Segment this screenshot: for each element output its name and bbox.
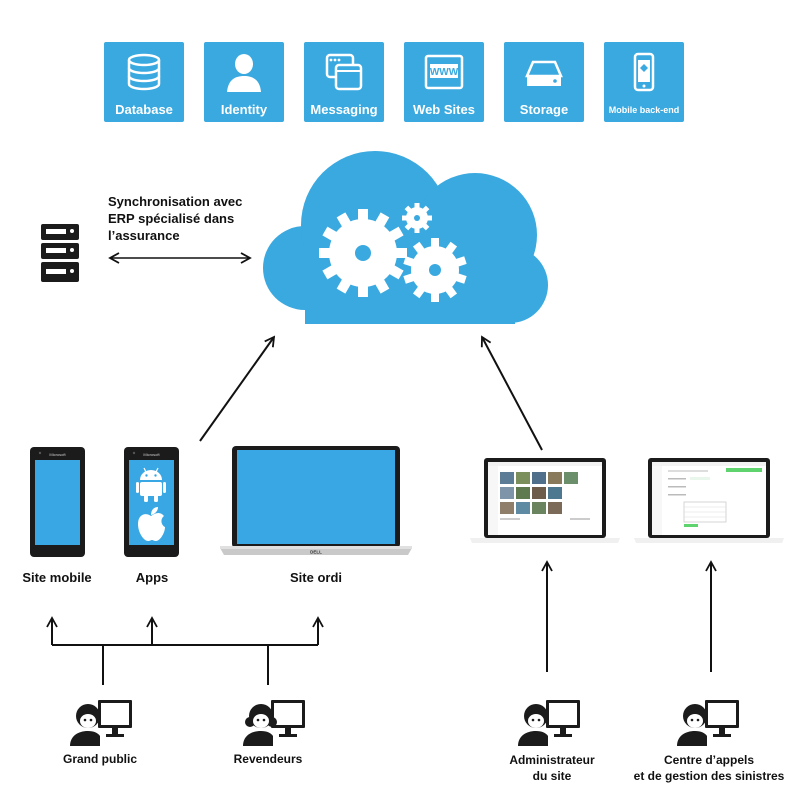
service-label: Identity — [220, 102, 268, 117]
grand-public-label: Grand public — [62, 752, 137, 766]
user-computer-icon — [677, 700, 739, 746]
arrow-admin-to-cloud — [480, 335, 543, 451]
phone-brand: Microsoft — [143, 452, 160, 457]
revendeurs-label: Revendeurs — [233, 752, 303, 766]
user-computer-icon — [70, 700, 132, 746]
service-tile-identity: Identity — [204, 42, 284, 122]
apps-label: Apps — [135, 570, 169, 585]
laptop-brand: DELL — [310, 550, 322, 555]
android-icon — [136, 467, 166, 502]
administrateur-label: Administrateur du site — [487, 752, 617, 784]
service-label: Storage — [519, 102, 569, 117]
service-tile-storage: Storage — [504, 42, 584, 122]
phone-apps-device: Microsoft — [124, 447, 179, 557]
messaging-windows-icon — [325, 53, 363, 91]
site-ordi-label: Site ordi — [289, 570, 342, 585]
callcenter-laptop-screenshot — [634, 458, 784, 543]
site-mobile-label: Site mobile — [22, 570, 92, 585]
gears-icon — [319, 203, 467, 302]
server-stack-icon — [41, 224, 79, 282]
user-connectors — [46, 560, 717, 685]
arrow-devices-to-cloud — [199, 335, 276, 442]
service-tile-messaging: Messaging — [304, 42, 384, 122]
centre-label-line: et de gestion des sinistres — [633, 769, 785, 783]
sync-line: l’assurance — [108, 228, 180, 243]
centre-label-line: Centre d’appels — [663, 753, 755, 767]
phone-mobile-device: Microsoft — [30, 447, 85, 557]
apple-icon — [138, 507, 165, 541]
phone-brand: Microsoft — [49, 452, 66, 457]
service-label: Web Sites — [413, 102, 475, 117]
user-icon — [227, 54, 261, 92]
laptop-device: DELL — [220, 446, 412, 555]
mobile-device-icon — [633, 52, 655, 92]
admin-laptop-screenshot — [470, 458, 620, 543]
admin-label-line: du site — [532, 769, 572, 783]
admin-label-line: Administrateur — [509, 753, 595, 767]
svg-text:WWW: WWW — [430, 67, 459, 78]
service-label: Database — [115, 102, 173, 117]
storage-drive-icon — [525, 60, 563, 86]
service-tile-websites: WWW Web Sites — [404, 42, 484, 122]
service-tile-database: Database — [104, 42, 184, 122]
user-computer-icon — [518, 700, 580, 746]
cloud — [263, 151, 548, 324]
sync-line: Synchronisation avec — [108, 194, 243, 209]
sync-line: ERP spécialisé dans — [108, 211, 235, 226]
centre-appels-label: Centre d’appels et de gestion des sinist… — [621, 752, 797, 784]
service-tile-mobile-backend: Mobile back-end — [604, 42, 684, 122]
service-label: Mobile back-end — [608, 105, 680, 115]
user-computer-icon — [243, 700, 305, 746]
database-icon — [127, 53, 161, 91]
www-browser-icon: WWW — [424, 54, 464, 90]
service-label: Messaging — [310, 102, 378, 117]
sync-erp-label: Synchronisation avec ERP spécialisé dans… — [108, 193, 278, 244]
